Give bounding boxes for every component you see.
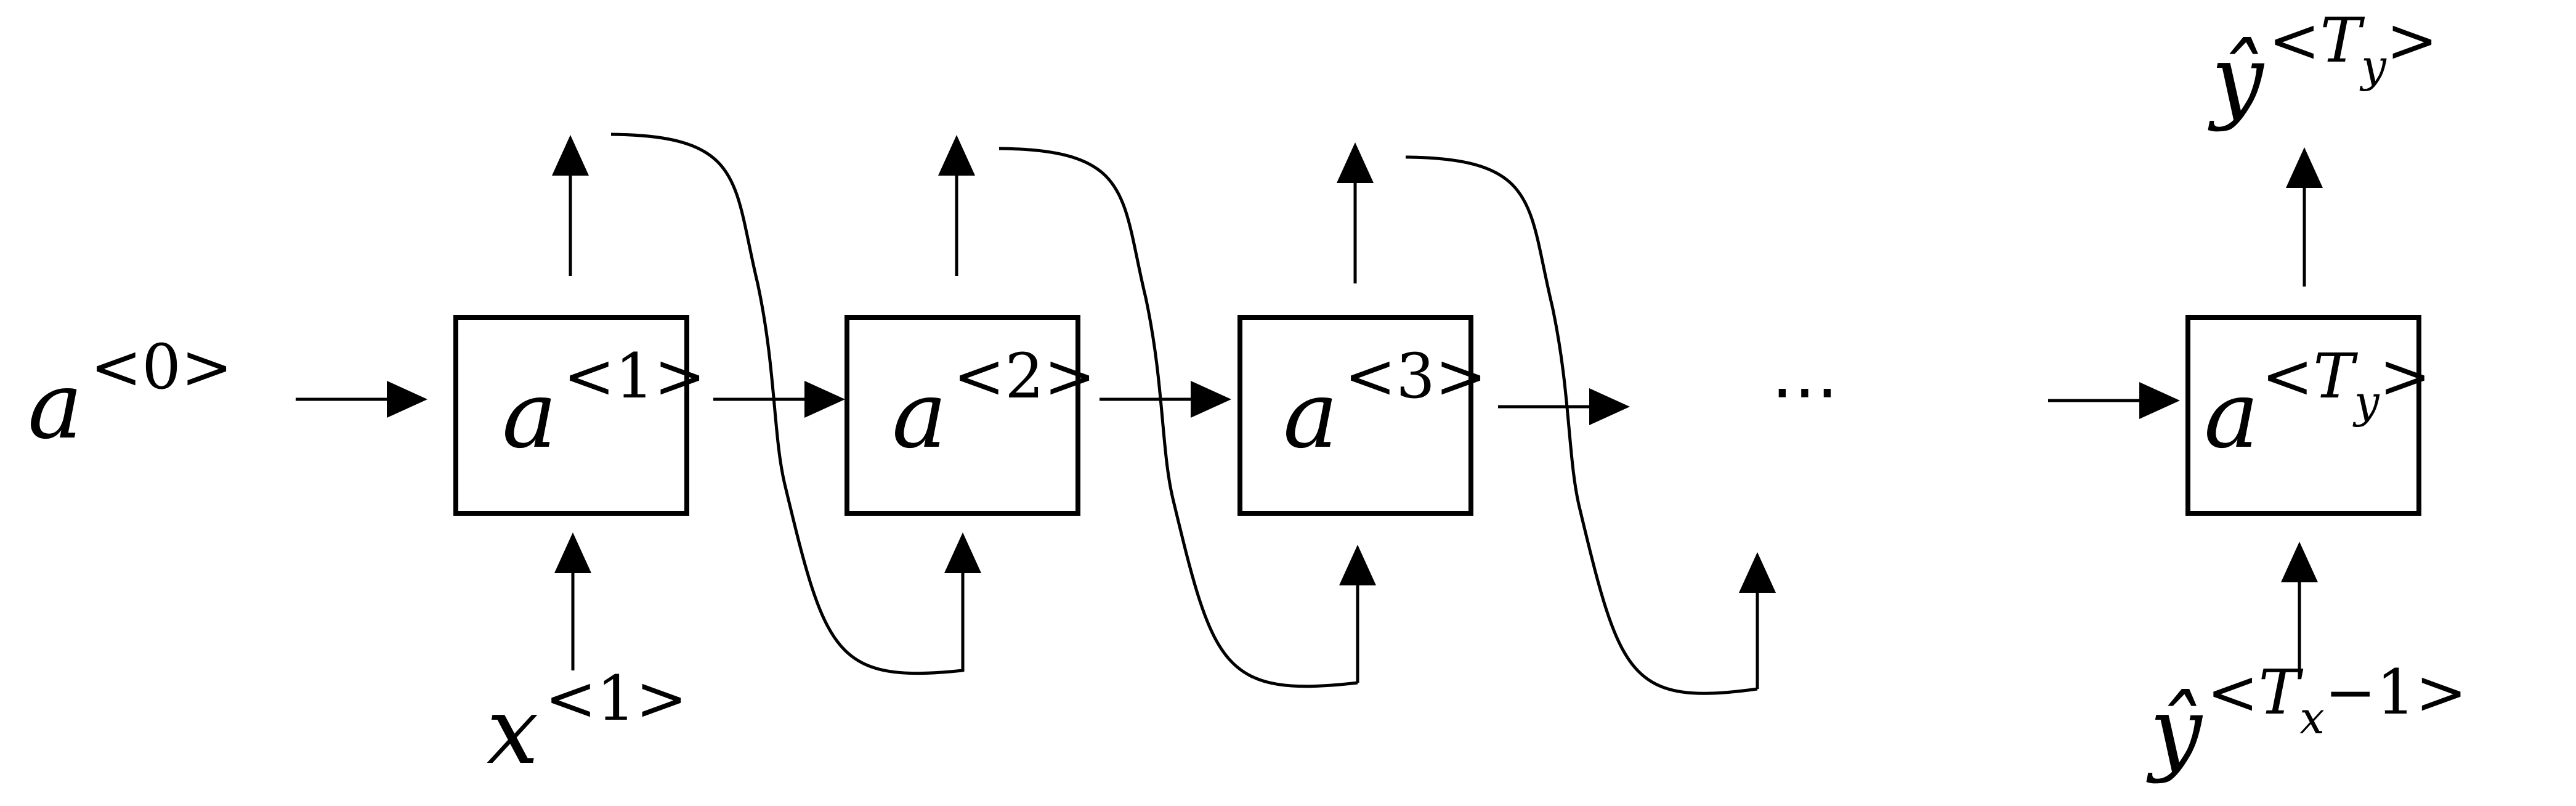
- ellipsis: ⋯: [1771, 351, 1839, 430]
- feedback-curve-1: [610, 132, 963, 675]
- feedback-curve-3: [1405, 155, 1758, 695]
- cell-box-2: [844, 315, 1080, 516]
- final-output-label: ŷ<Ty>: [2208, 4, 2438, 133]
- feedback-curve-2: [998, 147, 1358, 688]
- cell-label-2: a<2>: [892, 340, 1096, 469]
- final-input-label: ŷ<Tx−1>: [2146, 656, 2467, 785]
- initial-activation-label: a<0>: [28, 331, 233, 460]
- cell-label-3: a<3>: [1283, 340, 1487, 469]
- cell-box-1: [453, 315, 689, 516]
- first-input-label: x<1>: [487, 662, 687, 785]
- cell-box-Ty: [2185, 315, 2421, 516]
- cell-label-1: a<1>: [502, 340, 706, 469]
- cell-label-Ty: a<Ty>: [2204, 340, 2431, 469]
- cell-box-3: [1237, 315, 1473, 516]
